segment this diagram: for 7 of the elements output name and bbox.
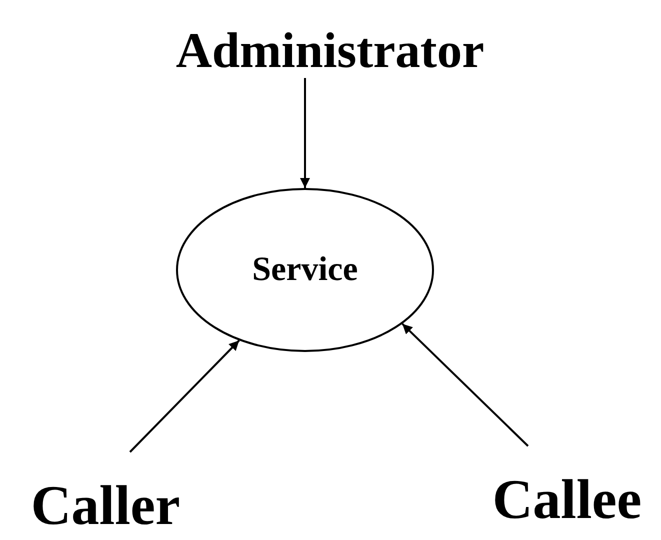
actor-name: Callee: [492, 470, 642, 532]
actor-name: Administrator: [176, 23, 484, 78]
arrow: [402, 323, 529, 447]
arrow: [129, 340, 240, 453]
use-case-name: Service: [252, 251, 358, 289]
arrow: [300, 78, 310, 188]
actor-name: Caller: [30, 476, 180, 538]
